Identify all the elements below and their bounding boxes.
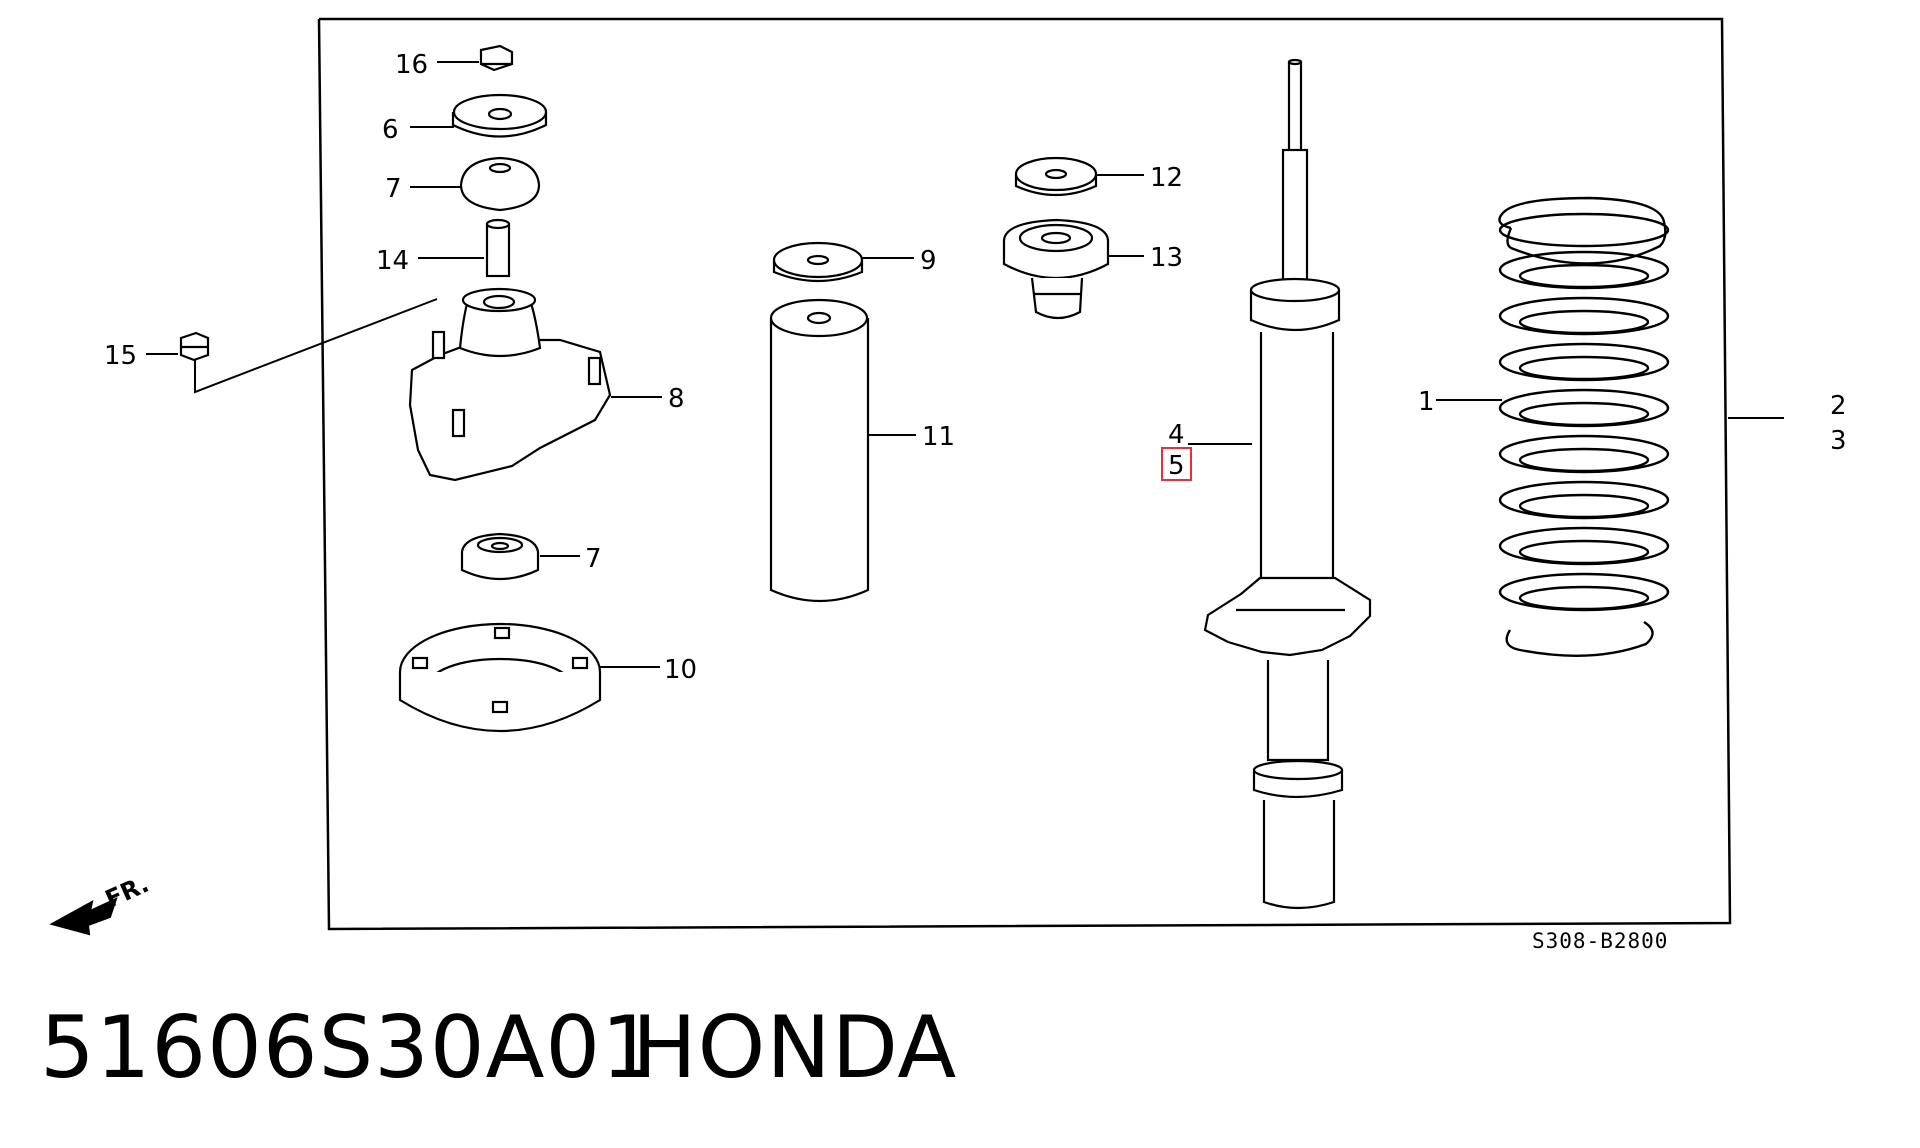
highlight-box-5 [1161,447,1192,481]
part-14-collar [485,218,511,278]
part-12-washer [1014,156,1098,197]
callout-11: 11 [922,422,955,452]
part-7-bushing-lower [460,532,540,581]
callout-5: 5 [1168,451,1185,481]
part-15-nut [179,331,210,362]
callout-8: 8 [668,384,685,414]
callout-9: 9 [920,246,937,276]
callout-7-lower: 7 [585,544,602,574]
callout-14: 14 [376,246,409,276]
callout-3: 3 [1830,426,1847,456]
leader-15-to-8 [194,298,438,394]
part-7-bushing-upper [459,156,541,212]
part-1-coil-spring [1498,196,1670,657]
part-16-nut [479,44,514,72]
callout-2: 2 [1830,391,1847,421]
part-8-strut-mount [408,287,612,482]
part-13-bump-stop [1002,218,1110,320]
leader-lines [146,61,1784,668]
front-marker-label: FR. [101,870,153,914]
callout-7-upper: 7 [385,174,402,204]
part-11-dust-boot [769,298,870,603]
part-6-washer [451,93,548,138]
part-10-spring-seat [398,622,602,732]
callout-15: 15 [104,341,137,371]
diagram-frame [317,17,1732,931]
callout-16: 16 [395,50,428,80]
brand-name: HONDA [632,998,958,1098]
part-number: 51606S30A01 [40,998,657,1098]
callout-4: 4 [1168,420,1185,450]
part-4-5-shock-absorber [1203,58,1372,910]
diagram-code: S308-B2800 [1532,929,1668,953]
callout-13: 13 [1150,243,1183,273]
callout-10: 10 [664,655,697,685]
part-9-washer [772,241,864,283]
front-arrow-icon [49,897,118,936]
callout-12: 12 [1150,163,1183,193]
callout-1: 1 [1418,387,1435,417]
callout-6: 6 [382,115,399,145]
